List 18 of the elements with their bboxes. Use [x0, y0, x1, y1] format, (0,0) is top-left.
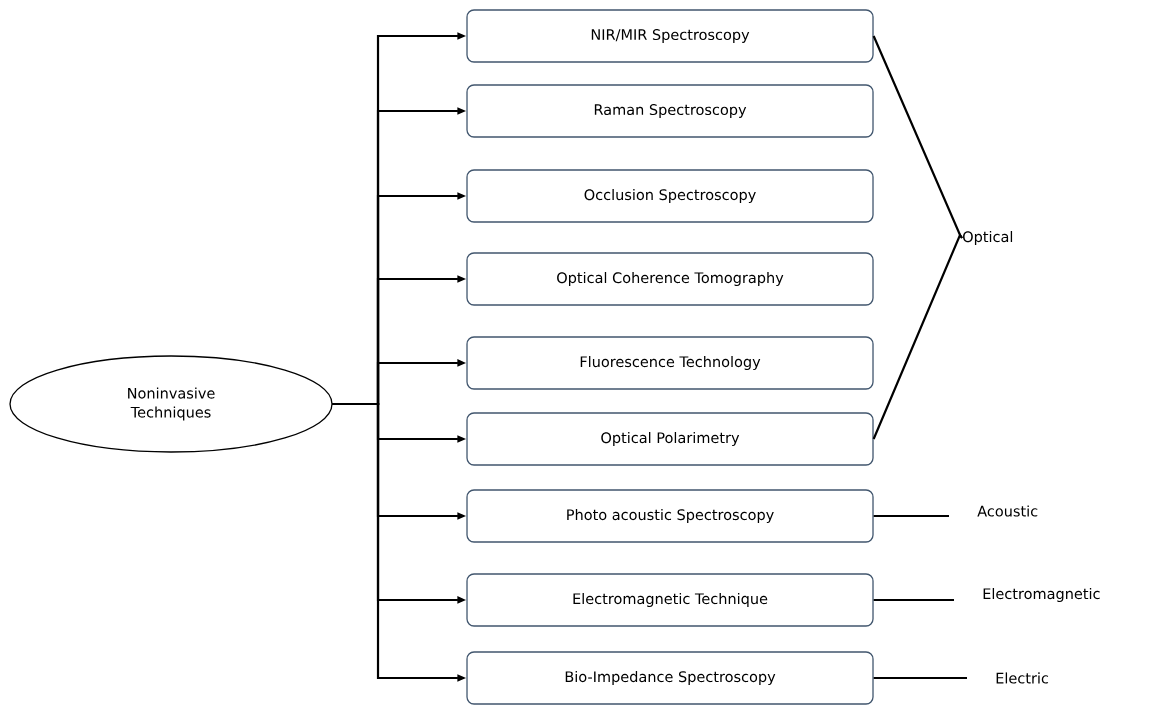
process-box: Bio-Impedance Spectroscopy: [466, 651, 874, 705]
process-box: Fluorescence Technology: [466, 336, 874, 390]
connector-line: [873, 514, 949, 518]
process-box: Electromagnetic Technique: [466, 573, 874, 627]
process-box: Photo acoustic Spectroscopy: [466, 489, 874, 543]
category-label: Electromagnetic: [983, 587, 1100, 602]
category-label: Optical: [963, 230, 1013, 245]
ellipse-node: Noninvasive Techniques: [9, 355, 333, 453]
process-box: NIR/MIR Spectroscopy: [466, 9, 874, 63]
bracket-line: [872, 232, 963, 440]
process-box: Raman Spectroscopy: [466, 84, 874, 138]
category-label: Electric: [996, 672, 1049, 684]
process-box: Optical Polarimetry: [466, 412, 874, 466]
category-label: Acoustic: [977, 505, 1038, 517]
process-box: Optical Coherence Tomography: [466, 252, 874, 306]
connector-line: [873, 598, 954, 602]
connector-line: [873, 676, 967, 680]
process-box: Occlusion Spectroscopy: [466, 169, 874, 223]
